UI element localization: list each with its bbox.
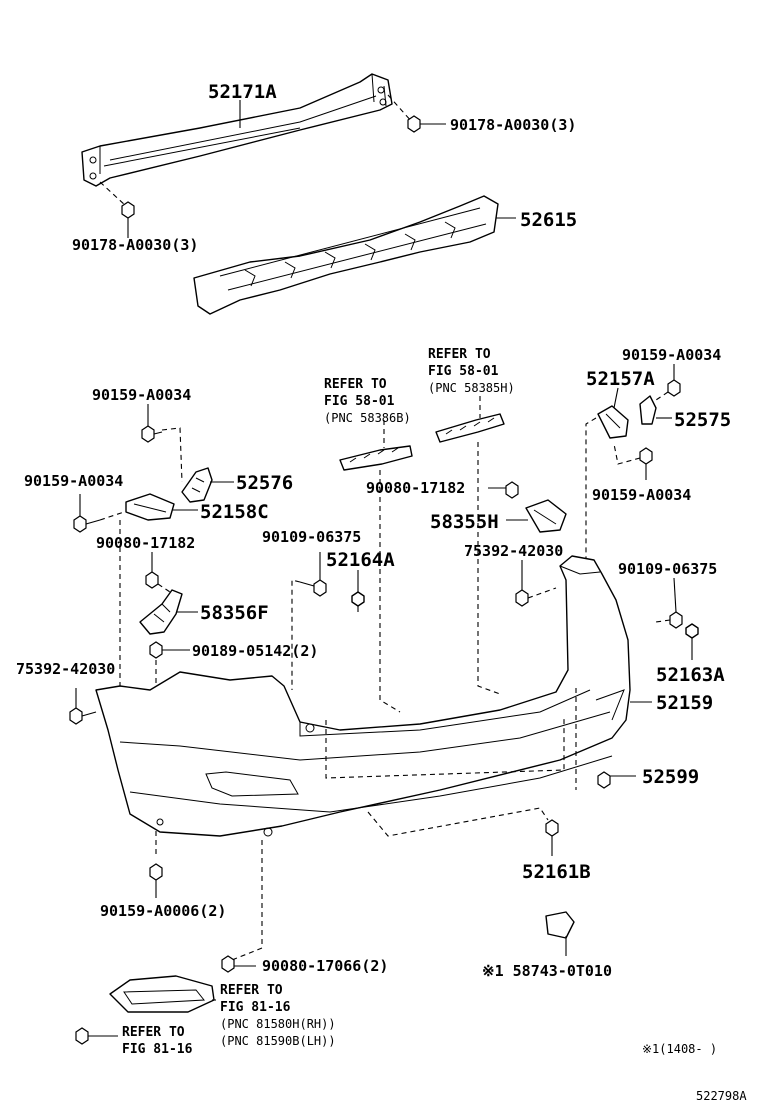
- nut-icon: [145, 571, 159, 589]
- label-52163A: 52163A: [656, 664, 725, 686]
- label-90109-a: 90109-06375: [262, 528, 361, 546]
- rear-bumper-energy-absorber: [193, 195, 499, 315]
- screw-icon: [545, 819, 559, 856]
- clip-52164A: [351, 591, 365, 612]
- retainer-58385H: [435, 413, 505, 443]
- label-58355H: 58355H: [430, 511, 499, 533]
- label-52159: 52159: [656, 692, 713, 714]
- screw-icon: [299, 579, 327, 597]
- bolt-icon: [669, 611, 683, 629]
- bracket-52158C: [125, 493, 175, 521]
- label-90159-A0006: 90159-A0006(2): [100, 902, 226, 920]
- label-90080-17182-b: 90080-17182: [366, 479, 465, 497]
- refer-81-16b-line2: FIG 81-16: [122, 1042, 193, 1057]
- bolt-icon: [639, 447, 653, 465]
- label-90109-b: 90109-06375: [618, 560, 717, 578]
- label-90159-a: 90159-A0034: [92, 386, 191, 404]
- leader-dash-beam-left: [99, 181, 127, 207]
- label-90159-d: 90159-A0034: [592, 486, 691, 504]
- bolt-icon: [69, 707, 97, 725]
- label-52599: 52599: [642, 766, 699, 788]
- refer-81-16-line2: FIG 81-16: [220, 1000, 291, 1015]
- screw-icon: [149, 863, 163, 898]
- nut-icon: [121, 201, 135, 219]
- label-90159-b: 90159-A0034: [24, 472, 123, 490]
- nut-icon: [407, 115, 421, 133]
- nut-icon: [221, 955, 235, 973]
- screw-icon: [149, 641, 163, 659]
- label-52576: 52576: [236, 472, 293, 494]
- clip-icon: [75, 1027, 118, 1045]
- bolt-icon: [141, 425, 163, 443]
- label-90178-a: 90178-A0030(3): [450, 116, 576, 134]
- label-52158C: 52158C: [200, 501, 269, 523]
- refer-81-16-line3: (PNC 81580H(RH)): [220, 1017, 336, 1031]
- label-52157A: 52157A: [586, 368, 655, 390]
- label-90159-c: 90159-A0034: [622, 346, 721, 364]
- refer-58386B-line2: FIG 58-01: [324, 394, 395, 409]
- label-52575: 52575: [674, 409, 731, 431]
- label-90178-b: 90178-A0030(3): [72, 236, 198, 254]
- label-90080-17182-a: 90080-17182: [96, 534, 195, 552]
- bolt-icon: [515, 589, 529, 607]
- refer-58385H-line1: REFER TO: [428, 347, 491, 362]
- bolt-icon: [667, 379, 681, 397]
- refer-58385H-line2: FIG 58-01: [428, 364, 499, 379]
- label-75392-b: 75392-42030: [464, 542, 563, 560]
- label-90080-17066: 90080-17066(2): [262, 957, 388, 975]
- refer-58386B-line1: REFER TO: [324, 377, 387, 392]
- label-52615: 52615: [520, 209, 577, 231]
- bracket-52575: [639, 395, 657, 425]
- label-52164A: 52164A: [326, 549, 395, 571]
- rear-reflector-lamp: [109, 975, 215, 1013]
- retainer-58355H: [525, 499, 567, 533]
- rear-bumper-cover: [95, 555, 631, 837]
- label-52161B: 52161B: [522, 861, 591, 883]
- refer-81-16-line1: REFER TO: [220, 983, 283, 998]
- refer-58385H-line3: (PNC 58385H): [428, 381, 515, 395]
- label-75392-a: 75392-42030: [16, 660, 115, 678]
- retainer-58356F: [139, 589, 183, 635]
- refer-81-16-line4: (PNC 81590B(LH)): [220, 1034, 336, 1048]
- label-52171A: 52171A: [208, 81, 277, 103]
- refer-81-16b-line1: REFER TO: [122, 1025, 185, 1040]
- leader-dash-beam-right: [387, 94, 413, 123]
- clip-icon: [597, 771, 611, 789]
- bolt-icon: [73, 515, 101, 533]
- retainer-58386B: [339, 445, 413, 471]
- label-58743: ※1 58743-0T010: [482, 962, 612, 980]
- clip-52163A: [685, 623, 699, 639]
- bracket-52157A: [597, 405, 629, 439]
- label-90189: 90189-05142(2): [192, 642, 318, 660]
- nut-icon: [505, 481, 519, 499]
- bracket-52576: [181, 467, 213, 503]
- refer-58386B-line3: (PNC 58386B): [324, 411, 411, 425]
- note-range: ※1(1408- ): [642, 1042, 717, 1056]
- figure-id: 522798A: [696, 1089, 747, 1103]
- label-58356F: 58356F: [200, 602, 269, 624]
- hole-cover-58743: [545, 911, 575, 939]
